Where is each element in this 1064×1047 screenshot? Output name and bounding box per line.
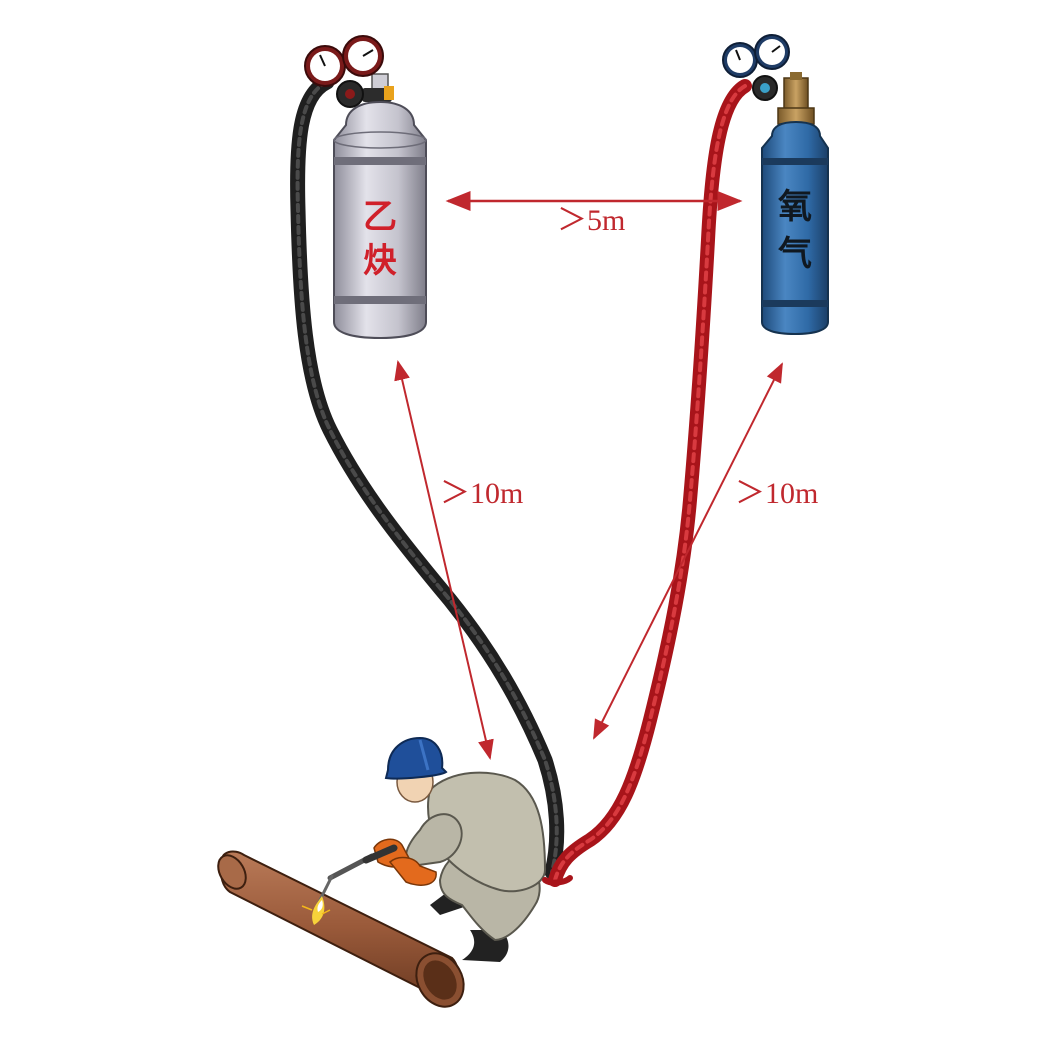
acetylene-label-line1: 乙: [363, 197, 397, 237]
acetylene-label-line2: 炔: [363, 241, 397, 281]
oxygen-cylinder: 氧 气: [752, 72, 829, 336]
distance-label-acetylene-to-work: ＞10m: [440, 477, 523, 510]
distance-label-between-cylinders: ＞5m: [557, 204, 625, 237]
worker: [373, 736, 547, 962]
flame: [301, 896, 331, 925]
distance-label-oxygen-to-work: ＞10m: [735, 477, 818, 510]
distance-arrow-acetylene-to-work: [394, 360, 494, 760]
pressure-gauge-icon: [304, 45, 346, 87]
pressure-gauge-icon: [722, 42, 758, 78]
distance-arrow-oxygen-to-work: [593, 362, 783, 740]
acetylene-cylinder: 乙 炔: [333, 73, 427, 340]
oxygen-label-line1: 氧: [778, 187, 812, 227]
oxygen-label-line2: 气: [777, 234, 812, 274]
pressure-gauge-icon: [754, 34, 790, 70]
welding-torch-icon: [316, 844, 398, 906]
pressure-gauge-icon: [342, 35, 384, 77]
pipe: [217, 850, 465, 1008]
